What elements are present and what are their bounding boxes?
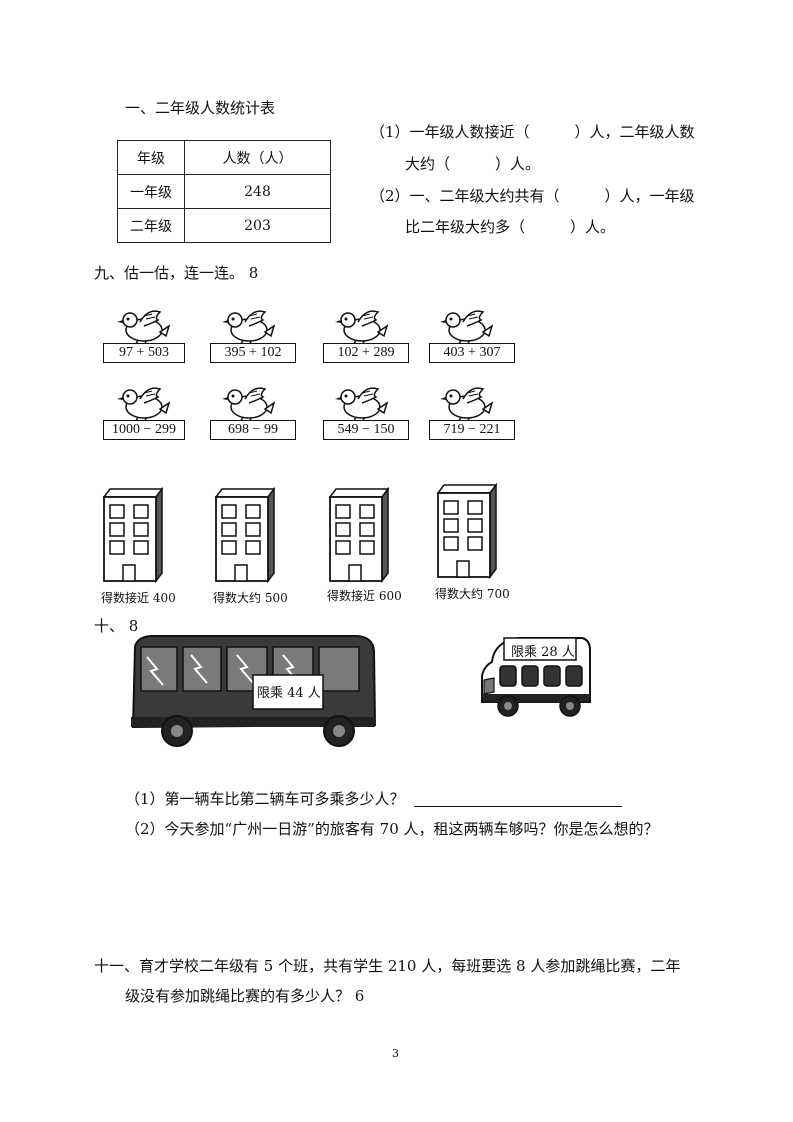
building-icon[interactable]	[326, 487, 390, 583]
large-bus-icon	[131, 635, 377, 747]
expression-box[interactable]: 1000 − 299	[103, 420, 185, 440]
expression-box[interactable]: 97 + 503	[103, 343, 185, 363]
building-icon[interactable]	[212, 487, 276, 583]
expression-box[interactable]: 698 − 99	[210, 420, 296, 440]
bird-icon	[439, 310, 493, 344]
question2-line2: 比二年级大约多（ ）人。	[405, 218, 616, 236]
bird-icon	[221, 310, 275, 344]
bird-icon	[221, 387, 275, 421]
table-header-cell: 年级	[117, 140, 185, 175]
table-cell: 248	[184, 174, 331, 209]
small-van-capacity-label: 限乘 28 人	[511, 645, 575, 660]
section1-title: 一、二年级人数统计表	[125, 99, 276, 117]
section10-question2: （2）今天参加“广州一日游”的旅客有 70 人，租这两辆车够吗？你是怎么想的？	[125, 820, 659, 838]
bird-icon	[116, 310, 170, 344]
table-cell: 一年级	[117, 174, 185, 209]
table-cell: 二年级	[117, 208, 185, 243]
question2-line1: （2）一、二年级大约共有（ ）人，一年级	[370, 187, 695, 205]
table-row: 一年级 248	[117, 174, 331, 209]
table-header-row: 年级 人数（人）	[117, 140, 331, 175]
large-bus-capacity-label: 限乘 44 人	[257, 686, 321, 701]
table-header-cell: 人数（人）	[184, 140, 331, 175]
section10-title: 十、 8	[94, 617, 139, 635]
question1-line1: （1）一年级人数接近（ ）人，二年级人数	[370, 123, 695, 141]
expression-box[interactable]: 102 + 289	[323, 343, 409, 363]
page-number: 3	[392, 1047, 399, 1060]
section11-line2: 级没有参加跳绳比赛的有多少人？ 6	[125, 987, 365, 1005]
answer-line[interactable]	[414, 806, 622, 807]
expression-box[interactable]: 549 − 150	[323, 420, 409, 440]
bird-icon	[116, 387, 170, 421]
expression-box[interactable]: 403 + 307	[429, 343, 515, 363]
bird-icon	[439, 387, 493, 421]
building-caption: 得数大约 500	[213, 591, 288, 605]
building-icon[interactable]	[434, 483, 498, 579]
section9-title: 九、估一估，连一连。 8	[94, 264, 259, 282]
section11-line1: 十一、育才学校二年级有 5 个班，共有学生 210 人，每班要选 8 人参加跳绳…	[94, 957, 681, 975]
expression-box[interactable]: 719 − 221	[429, 420, 515, 440]
expression-box[interactable]: 395 + 102	[210, 343, 296, 363]
building-caption: 得数接近 400	[101, 591, 176, 605]
small-van-icon	[481, 637, 591, 717]
building-caption: 得数接近 600	[327, 589, 402, 603]
building-icon[interactable]	[100, 487, 164, 583]
bird-icon	[334, 310, 388, 344]
table-row: 二年级 203	[117, 208, 331, 243]
grade-stats-table: 年级 人数（人） 一年级 248 二年级 203	[117, 140, 331, 243]
section10-question1: （1）第一辆车比第二辆车可多乘多少人？	[125, 790, 405, 808]
bird-icon	[334, 387, 388, 421]
building-caption: 得数大约 700	[435, 587, 510, 601]
table-cell: 203	[184, 208, 331, 243]
question1-line2: 大约（ ）人。	[405, 155, 541, 173]
